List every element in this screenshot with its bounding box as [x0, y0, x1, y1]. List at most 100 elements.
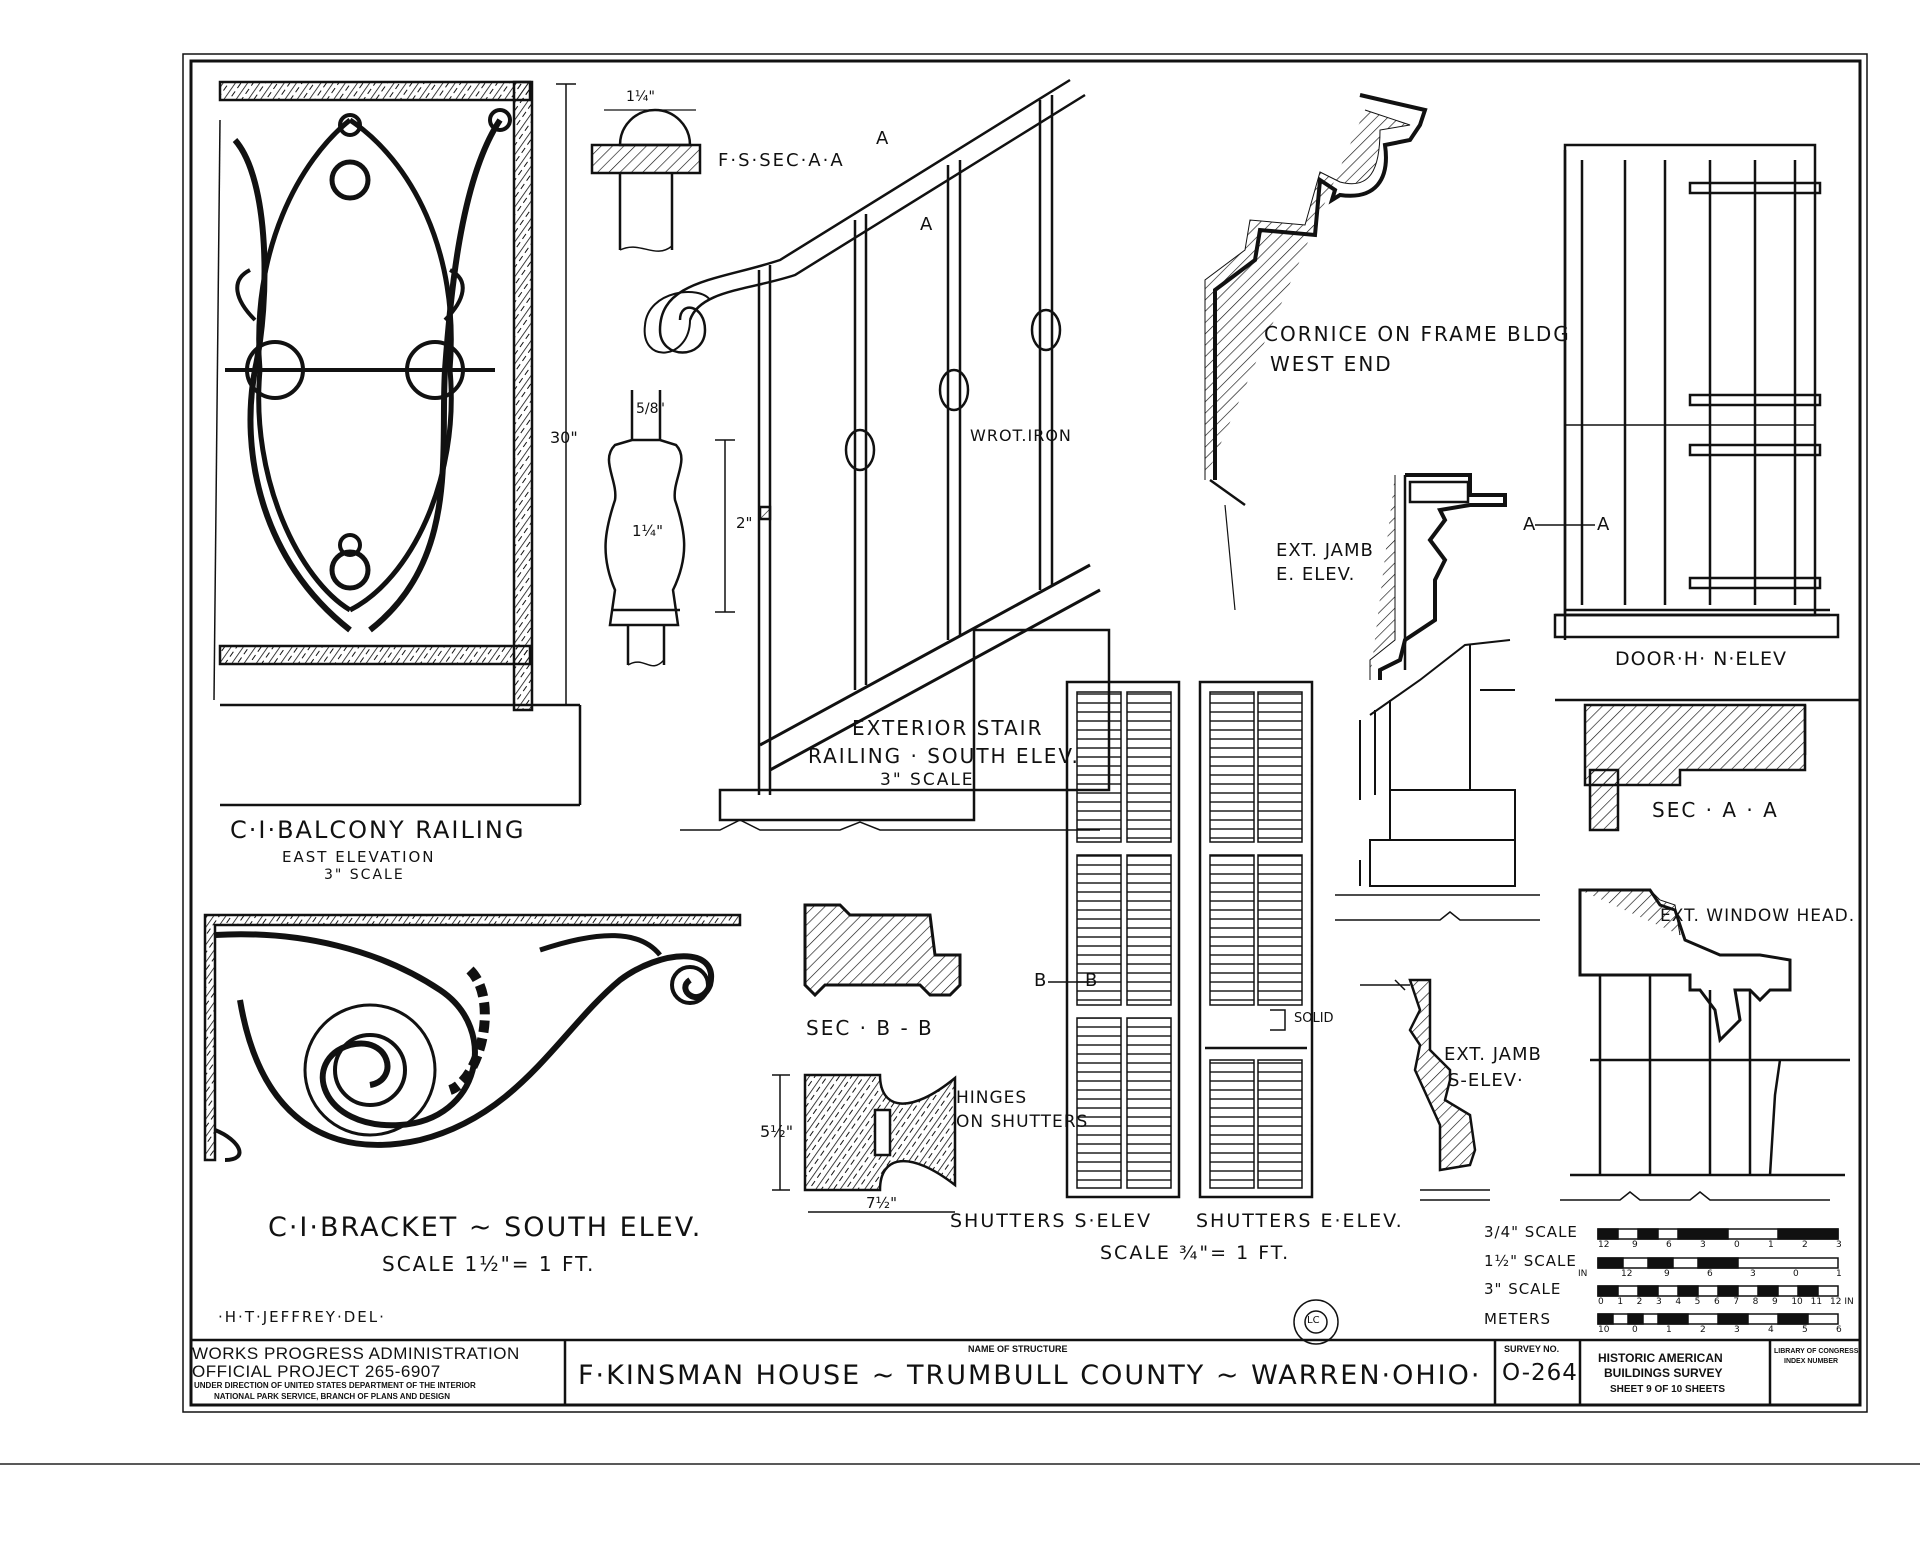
- balcony-railing-drawing: [213, 80, 582, 807]
- scale-tick-label: 7: [1733, 1297, 1740, 1307]
- shutters-east-drawing: [1198, 680, 1314, 1199]
- scale-tick-label: 1: [1768, 1240, 1774, 1250]
- bracket-drawing: [203, 913, 742, 1162]
- label-ext-jamb-e-line1: EXT. JAMB: [1276, 540, 1374, 561]
- dim-railing-height: 30": [550, 428, 578, 447]
- scale-tick-label: 0: [1793, 1269, 1799, 1279]
- wpa-line2: OFFICIAL PROJECT 265-6907: [192, 1362, 441, 1381]
- ext-jamb-s-drawing: [1360, 978, 1490, 1201]
- baluster-detail-drawing: [604, 390, 735, 667]
- title-block-lines: [191, 1338, 1860, 1405]
- scale-tick-label: 9: [1664, 1269, 1670, 1279]
- inner-border: [189, 59, 1862, 1407]
- label-balcony-sub1: EAST ELEVATION: [282, 848, 436, 866]
- label-shutters-scale: SCALE ¾"= 1 FT.: [1100, 1242, 1291, 1264]
- survey-number: O-264: [1502, 1360, 1578, 1386]
- section-mark-a-upper: A: [876, 128, 891, 149]
- shutters-south-drawing: [1048, 680, 1181, 1199]
- scale-tick-label: 2: [1700, 1325, 1706, 1335]
- label-bracket-scale: SCALE 1½"= 1 FT.: [382, 1252, 596, 1276]
- scale-tick-label: 9: [1632, 1240, 1638, 1250]
- scale-tick-label: 6: [1836, 1325, 1842, 1335]
- dim-baluster-height: 2": [736, 514, 753, 532]
- wpa-line1: WORKS PROGRESS ADMINISTRATION: [192, 1344, 520, 1363]
- scale-tick-label: 1: [1617, 1297, 1624, 1307]
- scale-label-3-4: 3/4" SCALE: [1484, 1223, 1578, 1241]
- sec-bb-drawing: [803, 903, 962, 998]
- scale-tick-label: 10: [1791, 1297, 1803, 1307]
- label-ext-jamb-s-line2: S-ELEV·: [1448, 1070, 1524, 1091]
- scale-tick-label: 4: [1768, 1325, 1774, 1335]
- sheet-info: SHEET 9 OF 10 SHEETS: [1610, 1384, 1726, 1395]
- scale-tick-label: 1: [1836, 1269, 1842, 1279]
- habs-line1: HISTORIC AMERICAN: [1598, 1351, 1723, 1365]
- wpa-line4: NATIONAL PARK SERVICE, BRANCH OF PLANS A…: [214, 1392, 451, 1401]
- title-bracket: C·I·BRACKET ~ SOUTH ELEV.: [268, 1212, 703, 1243]
- scale-tick-label: 0: [1632, 1325, 1638, 1335]
- label-hinges-line2: ON SHUTTERS: [956, 1112, 1089, 1132]
- label-balcony-sub2: 3" SCALE: [324, 867, 405, 883]
- name-of-structure-caption: NAME OF STRUCTURE: [968, 1344, 1068, 1354]
- survey-number-caption: SURVEY NO.: [1504, 1344, 1560, 1354]
- scale-tick-label: 12: [1621, 1269, 1633, 1279]
- lc-stamp-text: LC: [1307, 1315, 1320, 1326]
- handrail-section-drawing: [590, 108, 702, 252]
- dim-baluster-top: 5/8": [636, 401, 665, 417]
- loc-line2: INDEX NUMBER: [1784, 1358, 1839, 1365]
- scale-tick-label: 3: [1656, 1297, 1662, 1307]
- scale-tick-label: 12 IN: [1830, 1297, 1854, 1307]
- scale-tick-label: 2: [1636, 1297, 1643, 1307]
- label-solid: SOLID: [1294, 1011, 1334, 1026]
- window-head-drawing: [1560, 888, 1850, 1201]
- label-ext-jamb-e-line2: E. ELEV.: [1276, 564, 1356, 585]
- scale-tick-label: 3: [1734, 1325, 1740, 1335]
- scale-tick-label: 5: [1802, 1325, 1808, 1335]
- scale-label-3: 3" SCALE: [1484, 1280, 1562, 1298]
- graphic-scales: [1597, 1228, 1839, 1325]
- label-ext-window-head: EXT. WINDOW HEAD.: [1660, 906, 1856, 926]
- door-section-drawing: [1555, 698, 1860, 832]
- scale-tick-label: 6: [1666, 1240, 1672, 1250]
- scale-tick-label: 4: [1675, 1297, 1682, 1307]
- scale-tick-label: 6: [1714, 1297, 1720, 1307]
- label-ext-jamb-s-line1: EXT. JAMB: [1444, 1044, 1542, 1065]
- label-door-h-n-elev: DOOR·H· N·ELEV: [1615, 648, 1787, 670]
- title-balcony-railing: C·I·BALCONY RAILING: [230, 816, 526, 844]
- label-wrot-iron: WROT.IRON: [970, 426, 1072, 445]
- ext-jamb-e-drawing: [1369, 473, 1507, 680]
- scale-label-meters: METERS: [1484, 1310, 1552, 1328]
- loc-line1: LIBRARY OF CONGRESS: [1774, 1348, 1859, 1355]
- door-section-mark-left: A: [1523, 514, 1538, 535]
- scale-tick-label: 3: [1836, 1240, 1842, 1250]
- section-mark-b-right: B: [1085, 970, 1100, 991]
- cornice-drawing: [1204, 93, 1428, 611]
- label-delineator: ·H·T·JEFFREY·DEL·: [218, 1308, 386, 1326]
- label-sec-bb: SEC · B - B: [806, 1016, 934, 1040]
- hinge-drawing: [772, 1073, 957, 1213]
- dim-hinge-width: 7½": [866, 1194, 897, 1212]
- dim-hinge-height: 5½": [760, 1122, 794, 1141]
- door-section-mark-right: A: [1597, 514, 1612, 535]
- scale-tick-label: 10: [1598, 1325, 1610, 1335]
- scale-label-1-5: 1½" SCALE: [1484, 1252, 1577, 1270]
- habs-line2: BUILDINGS SURVEY: [1604, 1366, 1723, 1380]
- scale-tick-label: IN: [1578, 1269, 1588, 1279]
- scale-tick-label: 12: [1598, 1240, 1610, 1250]
- scale-tick-label: 1: [1666, 1325, 1672, 1335]
- dim-baluster-width: 1¼": [632, 522, 663, 540]
- outer-border: [182, 53, 1868, 1413]
- scale-tick-label: 0: [1734, 1240, 1740, 1250]
- label-fs-sec-aa: F·S·SEC·A·A: [718, 150, 845, 171]
- scale-tick-label: 5: [1694, 1297, 1701, 1307]
- wpa-line3: UNDER DIRECTION OF UNITED STATES DEPARTM…: [194, 1381, 476, 1390]
- structure-name: F·KINSMAN HOUSE ~ TRUMBULL COUNTY ~ WARR…: [578, 1360, 1482, 1391]
- label-ext-stair-line1: EXTERIOR STAIR: [852, 716, 1044, 740]
- section-mark-b-left: B: [1034, 970, 1049, 991]
- scale-tick-label: 8: [1752, 1297, 1759, 1307]
- stair-railing-drawing: [643, 78, 1111, 831]
- label-cornice-line1: CORNICE ON FRAME BLDG: [1264, 322, 1571, 346]
- scale-tick-label: 6: [1707, 1269, 1713, 1279]
- label-cornice-line2: WEST END: [1270, 352, 1393, 376]
